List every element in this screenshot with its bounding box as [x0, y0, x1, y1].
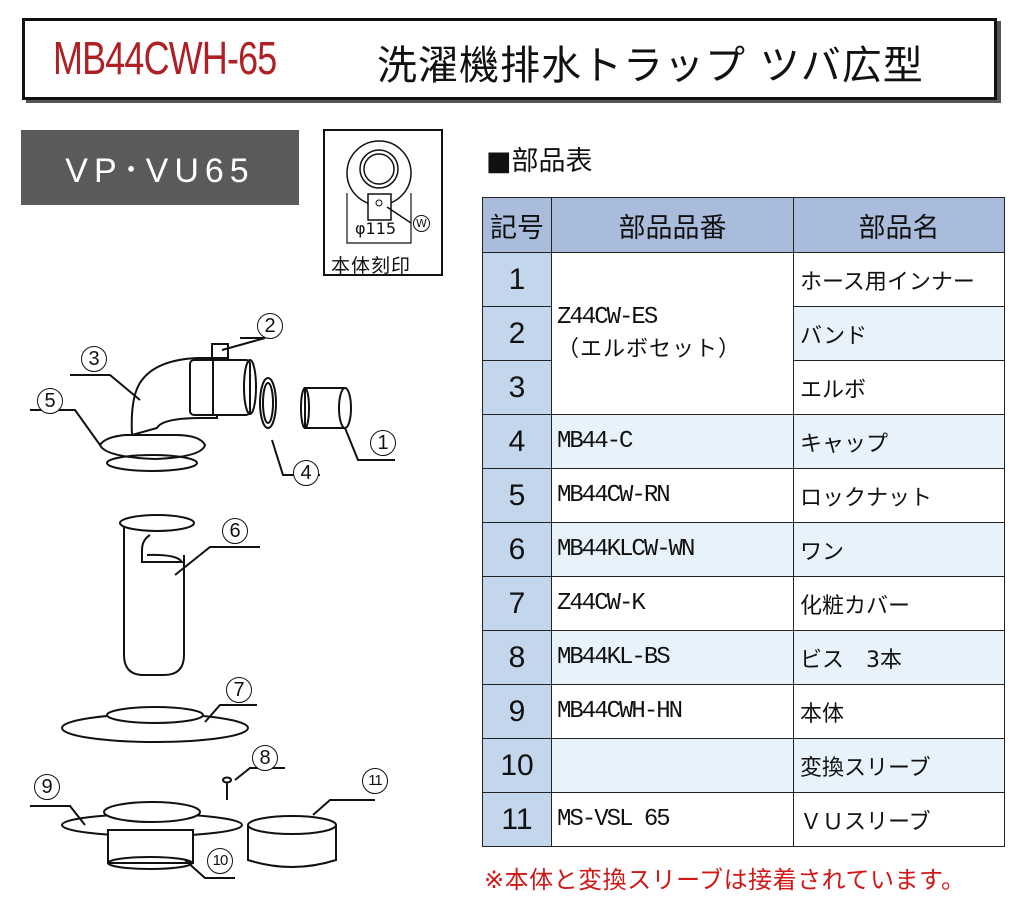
- row-part-code: Z44CW-K: [551, 576, 794, 631]
- table-row: 6 MB44KLCW-WN ワン: [482, 522, 1005, 577]
- adhesion-note: ※本体と変換スリーブは接着されています。: [484, 866, 966, 894]
- pipe-spec-badge: VP･VU65: [21, 130, 299, 205]
- row-part-name: エルボ: [793, 360, 1005, 415]
- callout-3: 3: [81, 346, 107, 372]
- table-row: 7 Z44CW-K 化粧カバー: [482, 576, 1005, 631]
- col-header-number: 記号: [482, 197, 552, 253]
- callout-2: 2: [257, 313, 283, 339]
- row-part-code: MS-VSL 65: [551, 792, 794, 847]
- row-number: 8: [482, 630, 552, 685]
- table-row: 1 Z44CW-ES （エルボセット） ホース用インナー: [482, 252, 1005, 415]
- col-header-part-code: 部品品番: [551, 197, 794, 253]
- stamp-drawing-icon: [346, 140, 412, 244]
- table-row: 3 エルボ: [482, 360, 1005, 415]
- row-part-name: ＶＵスリーブ: [793, 792, 1005, 847]
- model-code: MB44CWH-65: [53, 32, 277, 84]
- callout-6: 6: [222, 518, 248, 544]
- row-part-name: キャップ: [793, 414, 1005, 469]
- row-number: 3: [482, 360, 552, 415]
- row-number: 10: [482, 738, 552, 793]
- stamp-w-mark: W: [413, 215, 430, 232]
- stamp-diameter: φ115: [355, 219, 397, 238]
- callout-5: 5: [37, 388, 63, 414]
- table-row: 4 MB44-C キャップ: [482, 414, 1005, 469]
- exploded-diagram: 1 2 3 4 5 6 7 8 9 10 11: [0, 290, 470, 910]
- callout-8: 8: [252, 745, 278, 771]
- table-row: 2 バンド: [482, 306, 1005, 361]
- parts-table-heading: ■部品表: [486, 146, 593, 177]
- row-number: 6: [482, 522, 552, 577]
- stamp-label: 本体刻印: [331, 255, 412, 277]
- table-row: 10 変換スリーブ: [482, 738, 1005, 793]
- table-row: 9 MB44CWH-HN 本体: [482, 684, 1005, 739]
- row-part-code: MB44KLCW-WN: [551, 522, 794, 577]
- part-code: Z44CW-ES: [557, 304, 658, 332]
- title-box: MB44CWH-65 洗濯機排水トラップ ツバ広型: [22, 18, 997, 100]
- table-row: 11 MS-VSL 65 ＶＵスリーブ: [482, 792, 1005, 847]
- callout-10: 10: [207, 848, 233, 874]
- row-part-name: ロックナット: [793, 468, 1005, 523]
- callout-4: 4: [293, 460, 319, 486]
- row-part-name: ビス 3本: [793, 630, 1005, 685]
- row-number: 9: [482, 684, 552, 739]
- row-number: 2: [482, 306, 552, 361]
- table-row: 8 MB44KL-BS ビス 3本: [482, 630, 1005, 685]
- row-part-code: MB44KL-BS: [551, 630, 794, 685]
- row-number: 1: [482, 252, 552, 307]
- row-part-code: MB44-C: [551, 414, 794, 469]
- body-stamp-box: W φ115 本体刻印: [323, 129, 443, 277]
- table-row: 5 MB44CW-RN ロックナット: [482, 468, 1005, 523]
- row-part-name: バンド: [793, 306, 1005, 361]
- callout-9: 9: [34, 774, 60, 800]
- row-part-code: [551, 738, 794, 793]
- parts-table: 記号 部品品番 部品名 1 Z44CW-ES （エルボセット） ホース用インナー…: [482, 197, 1005, 847]
- row-part-name: 変換スリーブ: [793, 738, 1005, 793]
- row-number: 7: [482, 576, 552, 631]
- row-number: 11: [482, 792, 552, 847]
- row-part-name: ワン: [793, 522, 1005, 577]
- table-header-row: 記号 部品品番 部品名: [482, 197, 1005, 253]
- row-part-name: 本体: [793, 684, 1005, 739]
- row-part-code: MB44CW-RN: [551, 468, 794, 523]
- row-part-code: MB44CWH-HN: [551, 684, 794, 739]
- row-number: 5: [482, 468, 552, 523]
- part-code-subtitle: （エルボセット）: [557, 336, 742, 362]
- row-number: 4: [482, 414, 552, 469]
- col-header-part-name: 部品名: [793, 197, 1005, 253]
- row-part-name: ホース用インナー: [793, 252, 1005, 307]
- parts-drawing-icon: [30, 337, 395, 879]
- callout-11: 11: [362, 768, 388, 794]
- row-part-code: Z44CW-ES （エルボセット）: [551, 252, 794, 415]
- callout-1: 1: [370, 430, 396, 456]
- product-name: 洗濯機排水トラップ ツバ広型: [377, 43, 924, 89]
- row-part-name: 化粧カバー: [793, 576, 1005, 631]
- callout-7: 7: [226, 677, 252, 703]
